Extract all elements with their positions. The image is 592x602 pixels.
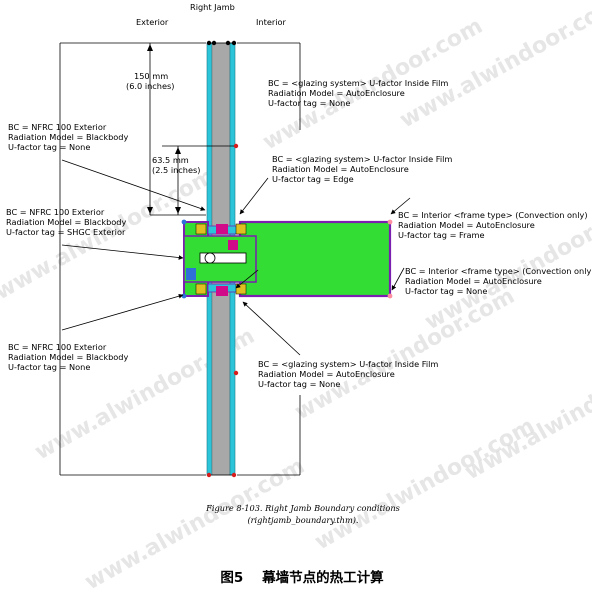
label-line: Radiation Model = AutoEnclosure bbox=[268, 88, 405, 98]
interior-label: Interior bbox=[256, 17, 287, 27]
thermal-break bbox=[186, 268, 196, 280]
spacer bbox=[235, 283, 247, 295]
label-line: BC = Interior <frame type> (Convection o… bbox=[405, 266, 592, 276]
label-line: Radiation Model = Blackbody bbox=[8, 132, 129, 142]
spacer bbox=[195, 283, 207, 295]
label-line: BC = Interior <frame type> (Convection o… bbox=[398, 210, 588, 220]
spacer bbox=[195, 223, 207, 235]
right-label-3: BC = Interior <frame type> (Convection o… bbox=[398, 210, 588, 240]
right-label-4: BC = Interior <frame type> (Convection o… bbox=[405, 266, 592, 296]
left-label-1: BC = NFRC 100 Exterior Radiation Model =… bbox=[8, 122, 129, 152]
right-label-2: BC = <glazing system> U-factor Inside Fi… bbox=[272, 154, 452, 184]
boundary-node bbox=[206, 472, 212, 478]
label-line: BC = NFRC 100 Exterior bbox=[6, 207, 105, 217]
frame-mullion-body bbox=[238, 220, 392, 298]
left-label-2: BC = NFRC 100 Exterior Radiation Model =… bbox=[6, 207, 127, 237]
label-line: BC = <glazing system> U-factor Inside Fi… bbox=[258, 359, 438, 369]
boundary-node bbox=[181, 219, 187, 225]
label-line: U-factor tag = None bbox=[8, 142, 90, 152]
label-line: U-factor tag = None bbox=[258, 379, 340, 389]
label-line: BC = <glazing system> U-factor Inside Fi… bbox=[272, 154, 452, 164]
label-line: Radiation Model = Blackbody bbox=[8, 352, 129, 362]
boundary-node bbox=[231, 472, 237, 478]
boundary-node bbox=[211, 40, 217, 46]
dimension-63-5mm: 63.5 mm (2.5 inches) bbox=[152, 145, 234, 215]
label-line: U-factor tag = SHGC Exterior bbox=[6, 227, 126, 237]
spacer bbox=[235, 223, 247, 235]
exterior-label: Exterior bbox=[136, 17, 169, 27]
dim-150-line1: 150 mm bbox=[134, 71, 168, 81]
label-line: U-factor tag = None bbox=[268, 98, 350, 108]
boundary-node bbox=[206, 40, 212, 46]
gasket bbox=[216, 224, 228, 234]
label-line: Radiation Model = Blackbody bbox=[6, 217, 127, 227]
boundary-node bbox=[231, 40, 237, 46]
right-label-5: BC = <glazing system> U-factor Inside Fi… bbox=[258, 359, 438, 389]
thermal-break bbox=[228, 240, 238, 250]
dim-150-line2: (6.0 inches) bbox=[126, 81, 174, 91]
gasket bbox=[216, 286, 228, 296]
pressure-bolt bbox=[199, 252, 247, 264]
right-label-1: BC = <glazing system> U-factor Inside Fi… bbox=[268, 78, 448, 108]
label-line: Radiation Model = AutoEnclosure bbox=[405, 276, 542, 286]
left-label-3: BC = NFRC 100 Exterior Radiation Model =… bbox=[8, 342, 129, 372]
left-leaders bbox=[59, 43, 206, 476]
boundary-node bbox=[233, 370, 239, 376]
label-line: U-factor tag = Edge bbox=[272, 174, 354, 184]
boundary-node bbox=[225, 40, 231, 46]
boundary-node bbox=[387, 219, 393, 225]
figure-caption-line1: Figure 8-103. Right Jamb Boundary condit… bbox=[205, 503, 400, 513]
label-line: U-factor tag = Frame bbox=[398, 230, 485, 240]
right-jamb-label: Right Jamb bbox=[190, 2, 235, 12]
boundary-node bbox=[181, 293, 187, 299]
figure-caption-line2: (rightjamb_boundary.thm). bbox=[247, 515, 358, 525]
bolt-head bbox=[204, 252, 216, 264]
boundary-node bbox=[387, 293, 393, 299]
curtain-wall-frame bbox=[181, 219, 393, 299]
dim-63-line2: (2.5 inches) bbox=[152, 165, 200, 175]
label-line: Radiation Model = AutoEnclosure bbox=[258, 369, 395, 379]
label-line: Radiation Model = AutoEnclosure bbox=[272, 164, 409, 174]
watermark: www.alwindoor.com bbox=[311, 414, 539, 556]
label-line: BC = NFRC 100 Exterior bbox=[8, 342, 107, 352]
figure-title: 图5 幕墙节点的热工计算 bbox=[220, 569, 384, 586]
right-leaders bbox=[235, 42, 411, 476]
boundary-node bbox=[233, 143, 239, 149]
dim-63-line1: 63.5 mm bbox=[152, 155, 189, 165]
label-line: BC = NFRC 100 Exterior bbox=[8, 122, 107, 132]
label-line: U-factor tag = None bbox=[405, 286, 487, 296]
label-line: Radiation Model = AutoEnclosure bbox=[398, 220, 535, 230]
label-line: BC = <glazing system> U-factor Inside Fi… bbox=[268, 78, 448, 88]
label-line: U-factor tag = None bbox=[8, 362, 90, 372]
